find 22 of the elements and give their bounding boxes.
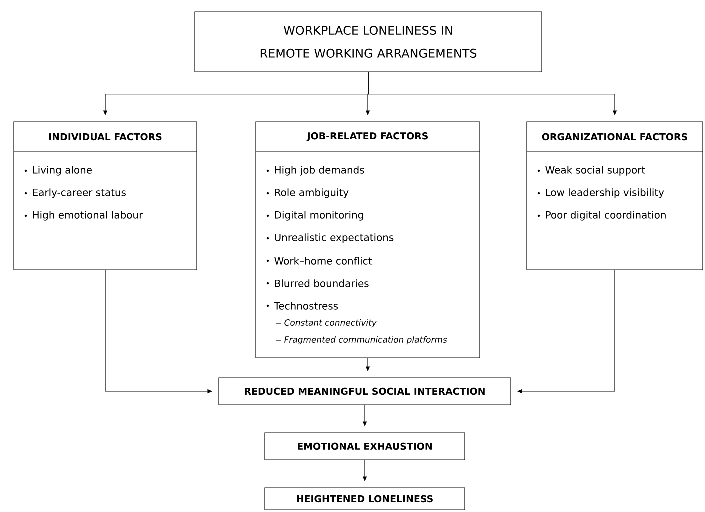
outcome-box: HEIGHTENED LONELINESS [264, 488, 466, 510]
list-item: High job demands [266, 166, 364, 176]
list-item: High emotional labour [24, 211, 144, 221]
list-item: Early-career status [24, 188, 126, 198]
list-item: Unrealistic expectations [266, 234, 394, 244]
outcome-box: EMOTIONAL EXHAUSTION [264, 432, 466, 460]
title-box: WORKPLACE LONELINESS IN REMOTE WORKING ARRANGEMENTS [194, 12, 542, 72]
list-item: Role ambiguity [266, 188, 349, 198]
list-item: Technostress [266, 302, 338, 310]
list-item: Living alone [24, 166, 92, 176]
list-item: Digital monitoring [266, 211, 364, 221]
sub-item: Constant connectivity [276, 319, 377, 328]
list-item: Blurred boundaries [266, 280, 369, 288]
box-heading: JOB-RELATED FACTORS [306, 132, 428, 142]
box-heading: ORGANIZATIONAL FACTORS [542, 133, 688, 141]
sub-item: Fragmented communication platforms [276, 336, 448, 345]
box-heading: INDIVIDUAL FACTORS [49, 133, 162, 141]
outcome-box: REDUCED MEANINGFUL SOCIAL INTERACTION [218, 378, 512, 406]
list-item: Poor digital coordination [538, 211, 666, 221]
list-item: Weak social support [538, 166, 646, 176]
list-item: Work–home conflict [266, 257, 372, 265]
list-item: Low leadership visibility [538, 188, 664, 198]
